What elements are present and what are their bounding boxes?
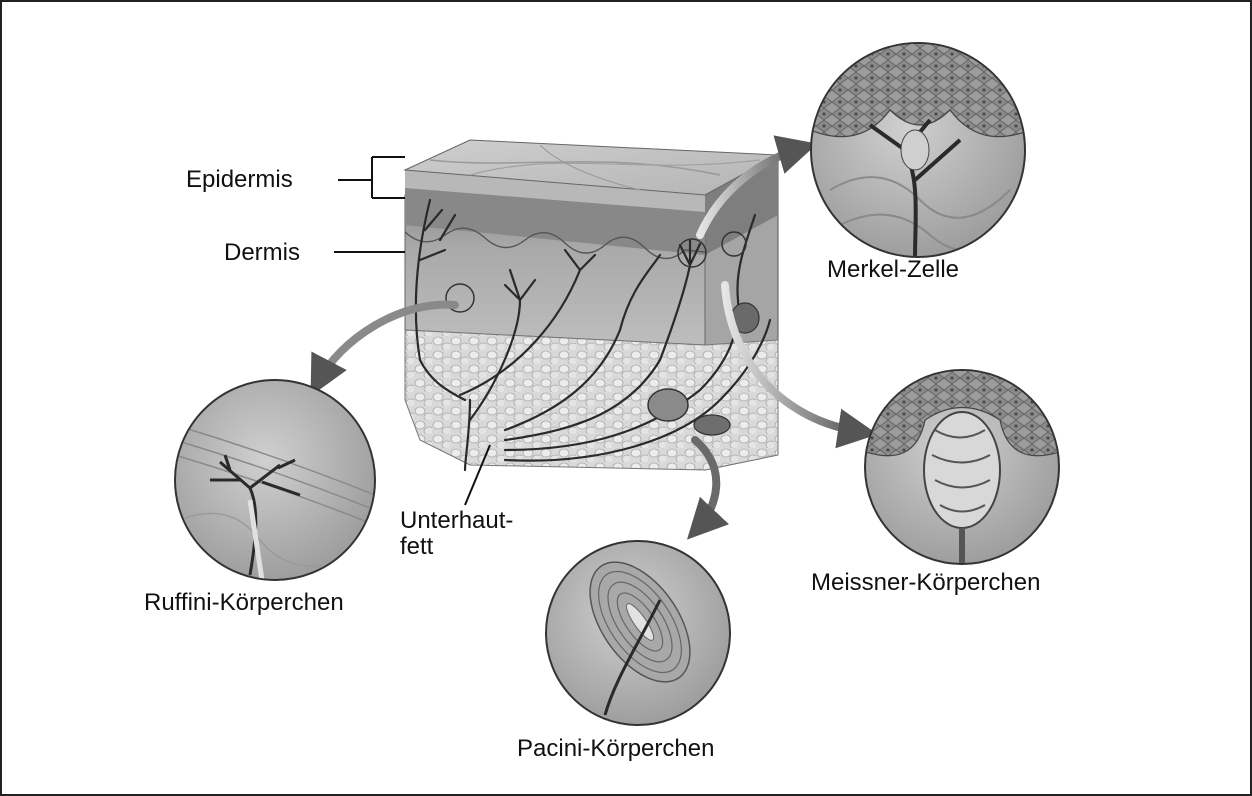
pacini-corpuscle-detail <box>546 541 730 725</box>
meissner-corpuscle-detail <box>860 370 1065 565</box>
label-merkel: Merkel-Zelle <box>827 256 959 283</box>
label-pacini: Pacini-Körperchen <box>517 735 714 762</box>
merkel-cell-detail <box>810 40 1030 258</box>
skin-block <box>405 140 778 470</box>
label-dermis: Dermis <box>224 239 300 266</box>
label-epidermis: Epidermis <box>186 166 293 193</box>
ruffini-corpuscle-detail <box>175 380 375 580</box>
label-subcutis-line1: Unterhaut- <box>400 507 513 534</box>
label-meissner: Meissner-Körperchen <box>811 569 1040 596</box>
label-subcutis-line2: fett <box>400 533 433 560</box>
label-ruffini: Ruffini-Körperchen <box>144 589 344 616</box>
